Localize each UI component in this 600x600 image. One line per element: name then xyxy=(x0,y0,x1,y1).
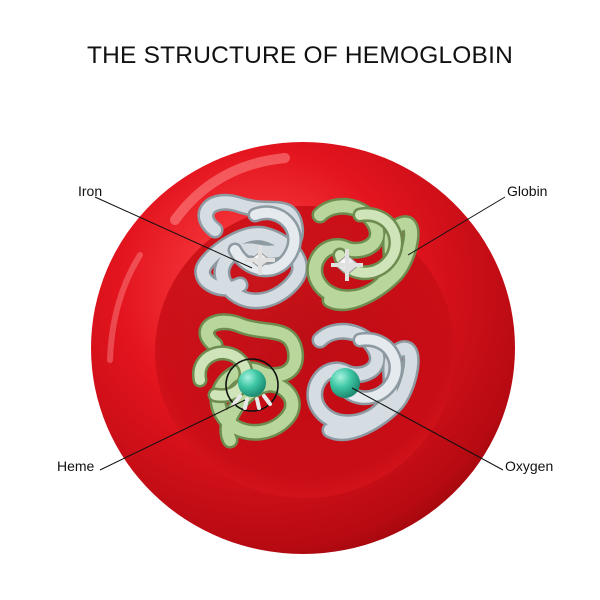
page-title: THE STRUCTURE OF HEMOGLOBIN xyxy=(86,42,513,69)
iron-site-top-left xyxy=(245,245,275,275)
oxygen-leader-line xyxy=(351,387,504,471)
globin-leader-line xyxy=(407,196,506,256)
cell-highlight xyxy=(170,153,290,225)
globin-subunit-top-left xyxy=(194,193,308,310)
iron-label: Iron xyxy=(78,183,103,199)
cell-highlight-left xyxy=(107,252,143,363)
heme-label: Heme xyxy=(57,458,95,474)
heme-group xyxy=(225,358,279,412)
globin-label: Globin xyxy=(507,183,548,199)
oxygen-sphere xyxy=(330,368,360,398)
globin-subunit-bottom-left xyxy=(192,313,305,449)
oxygen-molecule xyxy=(330,368,360,398)
heme-leader-line xyxy=(99,399,246,471)
heme-highlight-ring xyxy=(225,358,279,412)
oxygen-label: Oxygen xyxy=(505,458,554,474)
iron-site-top-right xyxy=(331,249,363,281)
heme-sphere xyxy=(238,369,266,397)
iron-leader-line xyxy=(94,196,253,269)
